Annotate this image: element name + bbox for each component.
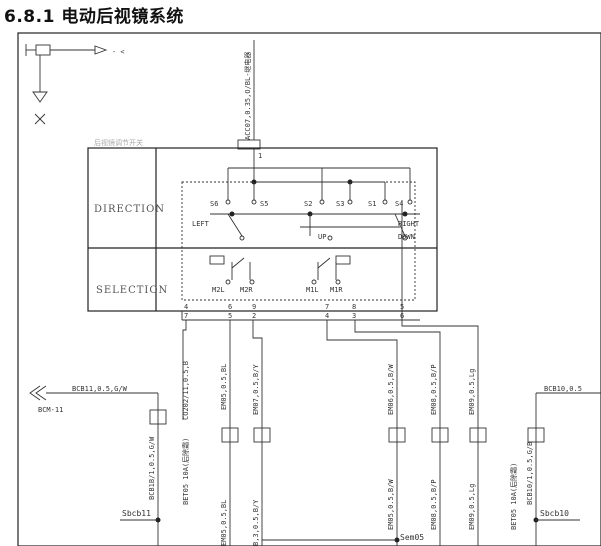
svg-text:- <: - < [112, 48, 125, 56]
sel-m1r: M1R [330, 286, 343, 294]
diagram-frame [17, 32, 601, 546]
lower-wire-2: BET05 10A(后除霜) [181, 438, 190, 505]
left-connector-sub: BCM-11 [38, 406, 63, 414]
splice-mid: Sem05 [262, 533, 424, 543]
contact-s4: S4 [395, 200, 403, 208]
right-connector-label: BCB10,0.5 [544, 385, 582, 393]
dir-right: RIGHT [398, 220, 420, 228]
svg-text:9: 9 [252, 303, 256, 311]
lower-wire-9: BET05 10A(后除霜) [509, 463, 518, 530]
lower-wire-5: EM05,0.5,B/W [387, 479, 395, 530]
left-connector-label: BCB11,0.5,G/W [72, 385, 128, 393]
lower-wire-3: EM05,0.5,BL [220, 500, 228, 546]
contact-s1: S1 [368, 200, 376, 208]
svg-text:5: 5 [228, 312, 232, 320]
wire-em09: EM09,0.5,Lg [468, 369, 476, 415]
inline-connectors [149, 409, 545, 443]
svg-text:3: 3 [352, 312, 356, 320]
lower-wire-1: BCB1B/1,0.5,G/W [148, 436, 156, 500]
left-connector: BCB11,0.5,G/W BCM-11 [29, 385, 159, 546]
wire-em06: EM06,0.5,B/W [387, 364, 395, 415]
selection-contacts: M2L M2R M1L M1R [209, 255, 351, 294]
contact-s5: S5 [260, 200, 268, 208]
wire-em08: EM08,0.5,B/P [430, 364, 438, 415]
sel-m1l: M1L [306, 286, 319, 294]
svg-text:4: 4 [184, 303, 188, 311]
contact-s6: S6 [210, 200, 218, 208]
sel-m2r: M2R [240, 286, 253, 294]
svg-text:7: 7 [325, 303, 329, 311]
lower-wire-4: B,3,0.5,B/Y [252, 499, 260, 546]
sel-m2l: M2L [212, 286, 225, 294]
svg-text:2: 2 [252, 312, 256, 320]
mirror-switch-panel: 后视镜调节开关 DIRECTION SELECTION [87, 138, 438, 312]
page-title: 6.8.1 电动后视镜系统 [4, 7, 184, 27]
contact-s2: S2 [304, 200, 312, 208]
svg-text:8: 8 [352, 303, 356, 311]
top-wire-label: ACC07,0.35,O/BL-继电器 [243, 52, 252, 140]
splice-right: Sbcb10 [533, 509, 580, 523]
splice-left: Sbcb11 [120, 509, 161, 523]
wire-co202: CO202/11,0.5,B [182, 361, 190, 420]
direction-label: DIRECTION [94, 204, 165, 215]
top-connector [237, 139, 261, 150]
harness-lines [182, 200, 479, 546]
svg-text:Sem05: Sem05 [400, 533, 424, 542]
dir-left: LEFT [192, 220, 210, 228]
svg-text:6: 6 [228, 303, 232, 311]
right-connector: BCB10,0.5 [535, 385, 601, 546]
faded-panel-label: 后视镜调节开关 [94, 138, 143, 147]
top-left-connector-symbol: - < [25, 44, 125, 125]
svg-text:7: 7 [184, 312, 188, 320]
lower-wire-7: EM09,0.5,Lg [468, 484, 476, 530]
wire-em07: EM07,0.5,B/Y [252, 364, 260, 415]
svg-text:4: 4 [325, 312, 329, 320]
contact-s3: S3 [336, 200, 344, 208]
selection-label: SELECTION [96, 285, 168, 296]
lower-wire-6: EM08,0.5,B/P [430, 479, 438, 530]
svg-text:Sbcb10: Sbcb10 [540, 509, 569, 518]
svg-text:1: 1 [258, 152, 262, 160]
svg-text:Sbcb11: Sbcb11 [122, 509, 151, 518]
dir-up: UP [318, 233, 326, 241]
wire-em05: EM05,0.5,BL [220, 364, 228, 410]
direction-contacts: S6 S5 S2 S3 S1 S4 LEFT RIGHT UP DOWN [192, 167, 420, 241]
lower-wire-8: BCB10/1,0.5,G/B [526, 442, 534, 505]
